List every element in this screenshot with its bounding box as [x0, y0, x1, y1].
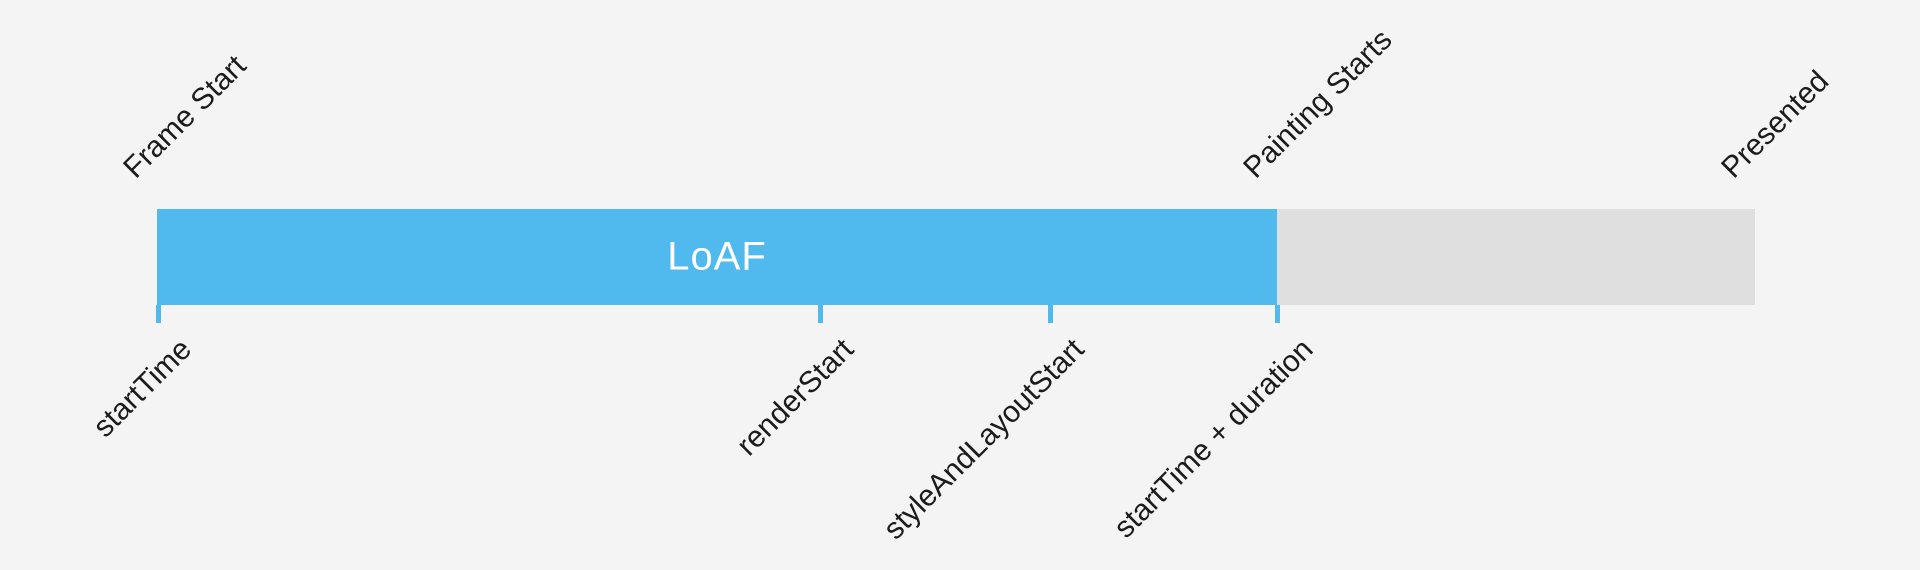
tick-renderstart: [818, 305, 823, 323]
top-marker-presented: Presented: [1715, 64, 1836, 185]
tick-starttime-plus-duration: [1275, 305, 1280, 323]
bottom-marker-renderstart: renderStart: [730, 332, 861, 463]
top-marker-frame-start: Frame Start: [117, 49, 253, 185]
tick-starttime: [156, 305, 161, 323]
bottom-marker-styleandlayoutstart: styleAndLayoutStart: [876, 332, 1091, 546]
post-paint-bar-segment: [1277, 209, 1755, 305]
loaf-bar-segment: [157, 209, 1277, 305]
bottom-marker-starttime-plus-duration: startTime + duration: [1107, 332, 1320, 545]
top-marker-painting-starts: Painting Starts: [1237, 23, 1399, 185]
loaf-bar-label: LoAF: [667, 234, 767, 279]
tick-styleandlayoutstart: [1048, 305, 1053, 323]
bottom-marker-starttime: startTime: [87, 332, 199, 444]
